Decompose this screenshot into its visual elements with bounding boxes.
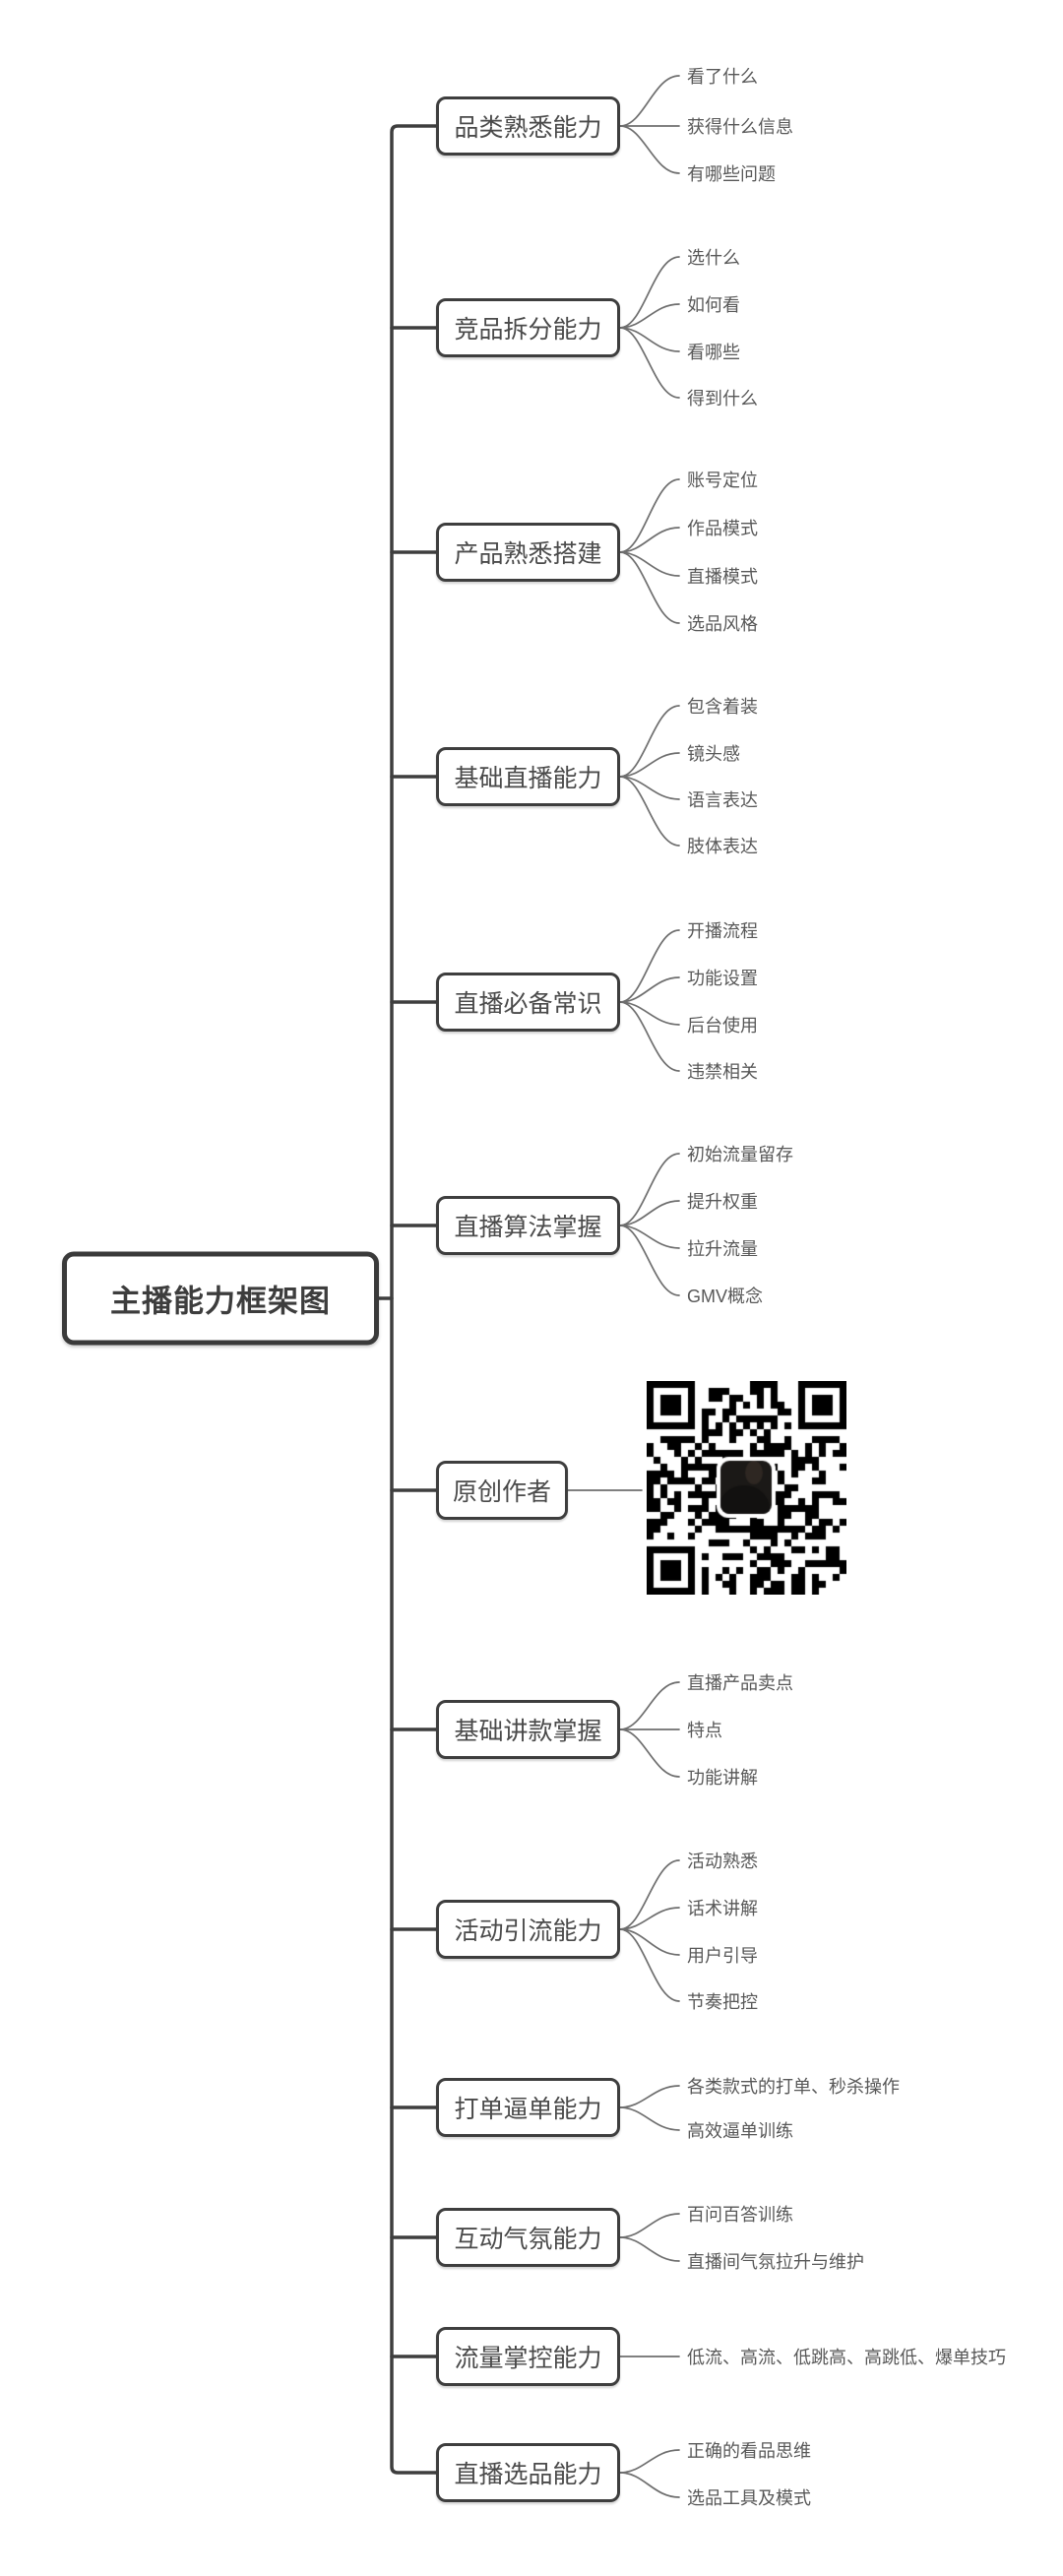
leaf-node[interactable]: 违禁相关 — [687, 1062, 758, 1082]
connector-line — [619, 1153, 680, 1226]
connector-line — [619, 551, 680, 624]
branch-node[interactable]: 原创作者 — [436, 1461, 568, 1520]
leaf-node[interactable]: 用户引导 — [687, 1946, 758, 1966]
leaf-node[interactable]: 镜头感 — [687, 744, 740, 764]
leaf-node[interactable]: 后台使用 — [687, 1016, 758, 1036]
connector-line — [619, 327, 680, 399]
leaf-node[interactable]: 得到什么 — [687, 389, 758, 408]
connector-line — [619, 1001, 680, 1026]
leaf-node[interactable]: 高效逼单训练 — [687, 2121, 793, 2141]
leaf-node[interactable]: 功能讲解 — [687, 1768, 758, 1788]
leaf-node[interactable]: 功能设置 — [687, 969, 758, 988]
branch-node[interactable]: 竞品拆分能力 — [436, 298, 620, 357]
leaf-node[interactable]: 提升权重 — [687, 1192, 758, 1212]
connector-line — [619, 1928, 680, 2002]
leaf-node[interactable]: 如何看 — [687, 295, 740, 315]
connector-line — [619, 1001, 680, 1072]
branch-node[interactable]: 流量掌控能力 — [436, 2327, 620, 2386]
leaf-node[interactable]: GMV概念 — [687, 1287, 764, 1306]
connector-line — [619, 1681, 680, 1730]
leaf-node[interactable]: 开播流程 — [687, 921, 758, 941]
connector-line — [619, 2236, 680, 2262]
leaf-node[interactable]: 账号定位 — [687, 471, 758, 490]
connector-line — [619, 2472, 680, 2498]
leaf-node[interactable]: 直播模式 — [687, 567, 758, 587]
leaf-node[interactable]: 获得什么信息 — [687, 117, 793, 137]
leaf-node[interactable]: 各类款式的打单、秒杀操作 — [687, 2077, 900, 2097]
connector-line — [619, 2449, 680, 2474]
connector-line — [619, 776, 680, 847]
connector-line — [619, 1907, 680, 1930]
connector-line — [619, 1225, 680, 1296]
leaf-node[interactable]: 直播间气氛拉升与维护 — [687, 2252, 864, 2272]
connector-line — [619, 2213, 680, 2238]
leaf-node[interactable]: 作品模式 — [687, 519, 758, 538]
connector-line — [619, 551, 680, 577]
connector-line — [390, 124, 438, 2475]
connector-line — [619, 2085, 680, 2108]
leaf-node[interactable]: 语言表达 — [687, 790, 758, 810]
branch-node[interactable]: 产品熟悉搭建 — [436, 523, 620, 582]
branch-node[interactable]: 直播算法掌握 — [436, 1196, 620, 1255]
connector-line — [619, 1859, 680, 1930]
connector-line — [619, 705, 680, 778]
root-node[interactable]: 主播能力框架图 — [62, 1251, 379, 1346]
leaf-node[interactable]: 肢体表达 — [687, 837, 758, 856]
branch-node[interactable]: 直播必备常识 — [436, 973, 620, 1032]
branch-node[interactable]: 基础直播能力 — [436, 747, 620, 806]
leaf-node[interactable]: 百问百答训练 — [687, 2205, 793, 2225]
connector-line — [619, 976, 680, 1003]
leaf-node[interactable]: 初始流量留存 — [687, 1145, 793, 1164]
branch-node[interactable]: 打单逼单能力 — [436, 2078, 620, 2137]
leaf-node[interactable]: 特点 — [687, 1721, 722, 1740]
branch-node[interactable]: 直播选品能力 — [436, 2443, 620, 2502]
leaf-node[interactable]: 有哪些问题 — [687, 164, 776, 184]
connector-line — [619, 929, 680, 1003]
connector-line — [619, 125, 680, 174]
connector-line — [619, 75, 680, 127]
connector-line — [619, 327, 680, 352]
connector-line — [619, 256, 680, 329]
connector-line — [619, 527, 680, 553]
connector-line — [619, 1225, 680, 1249]
leaf-node[interactable]: 看了什么 — [687, 67, 758, 87]
leaf-node[interactable]: 低流、高流、低跳高、高跳低、爆单技巧 — [687, 2348, 1006, 2367]
leaf-node[interactable]: 话术讲解 — [687, 1899, 758, 1918]
branch-node[interactable]: 互动气氛能力 — [436, 2208, 620, 2267]
connector-line — [619, 478, 680, 553]
branch-node[interactable]: 活动引流能力 — [436, 1900, 620, 1959]
leaf-node[interactable]: 拉升流量 — [687, 1239, 758, 1259]
leaf-node[interactable]: 包含着装 — [687, 697, 758, 717]
connector-line — [619, 1200, 680, 1226]
leaf-node[interactable]: 选品工具及模式 — [687, 2488, 811, 2508]
leaf-node[interactable]: 选品风格 — [687, 614, 758, 634]
leaf-node[interactable]: 直播产品卖点 — [687, 1673, 793, 1693]
connector-line — [619, 752, 680, 778]
leaf-node[interactable]: 活动熟悉 — [687, 1852, 758, 1871]
branch-node[interactable]: 基础讲款掌握 — [436, 1700, 620, 1759]
qr-code-image — [647, 1381, 846, 1595]
connector-line — [619, 1928, 680, 1956]
branch-node[interactable]: 品类熟悉能力 — [436, 96, 620, 156]
connector-line — [619, 776, 680, 800]
connector-line — [619, 2106, 680, 2131]
leaf-node[interactable]: 选什么 — [687, 248, 740, 268]
leaf-node[interactable]: 正确的看品思维 — [687, 2441, 811, 2461]
connector-line — [619, 1728, 680, 1778]
leaf-node[interactable]: 节奏把控 — [687, 1992, 758, 2012]
connector-line — [619, 303, 680, 329]
leaf-node[interactable]: 看哪些 — [687, 343, 740, 362]
